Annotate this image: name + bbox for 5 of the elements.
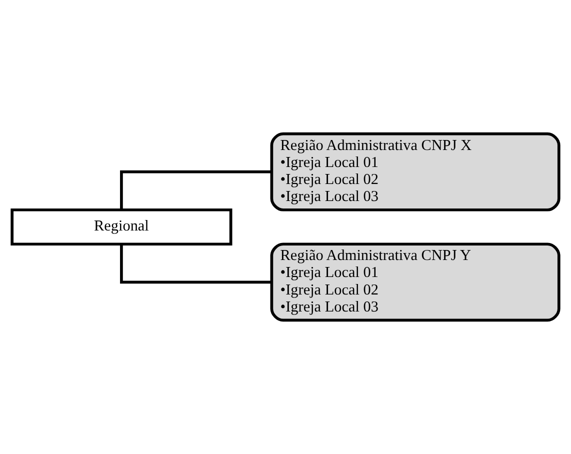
node-box: Região Administrativa CNPJ X •Igreja Local 01 •Igreja Local 02 •Igreja Local 03 bbox=[270, 132, 560, 212]
node-box: Regional bbox=[10, 208, 232, 246]
connector bbox=[120, 170, 272, 210]
connector bbox=[120, 244, 272, 284]
node-box: Região Administrativa CNPJ Y •Igreja Local 01 •Igreja Local 02 •Igreja Local 03 bbox=[270, 242, 560, 322]
